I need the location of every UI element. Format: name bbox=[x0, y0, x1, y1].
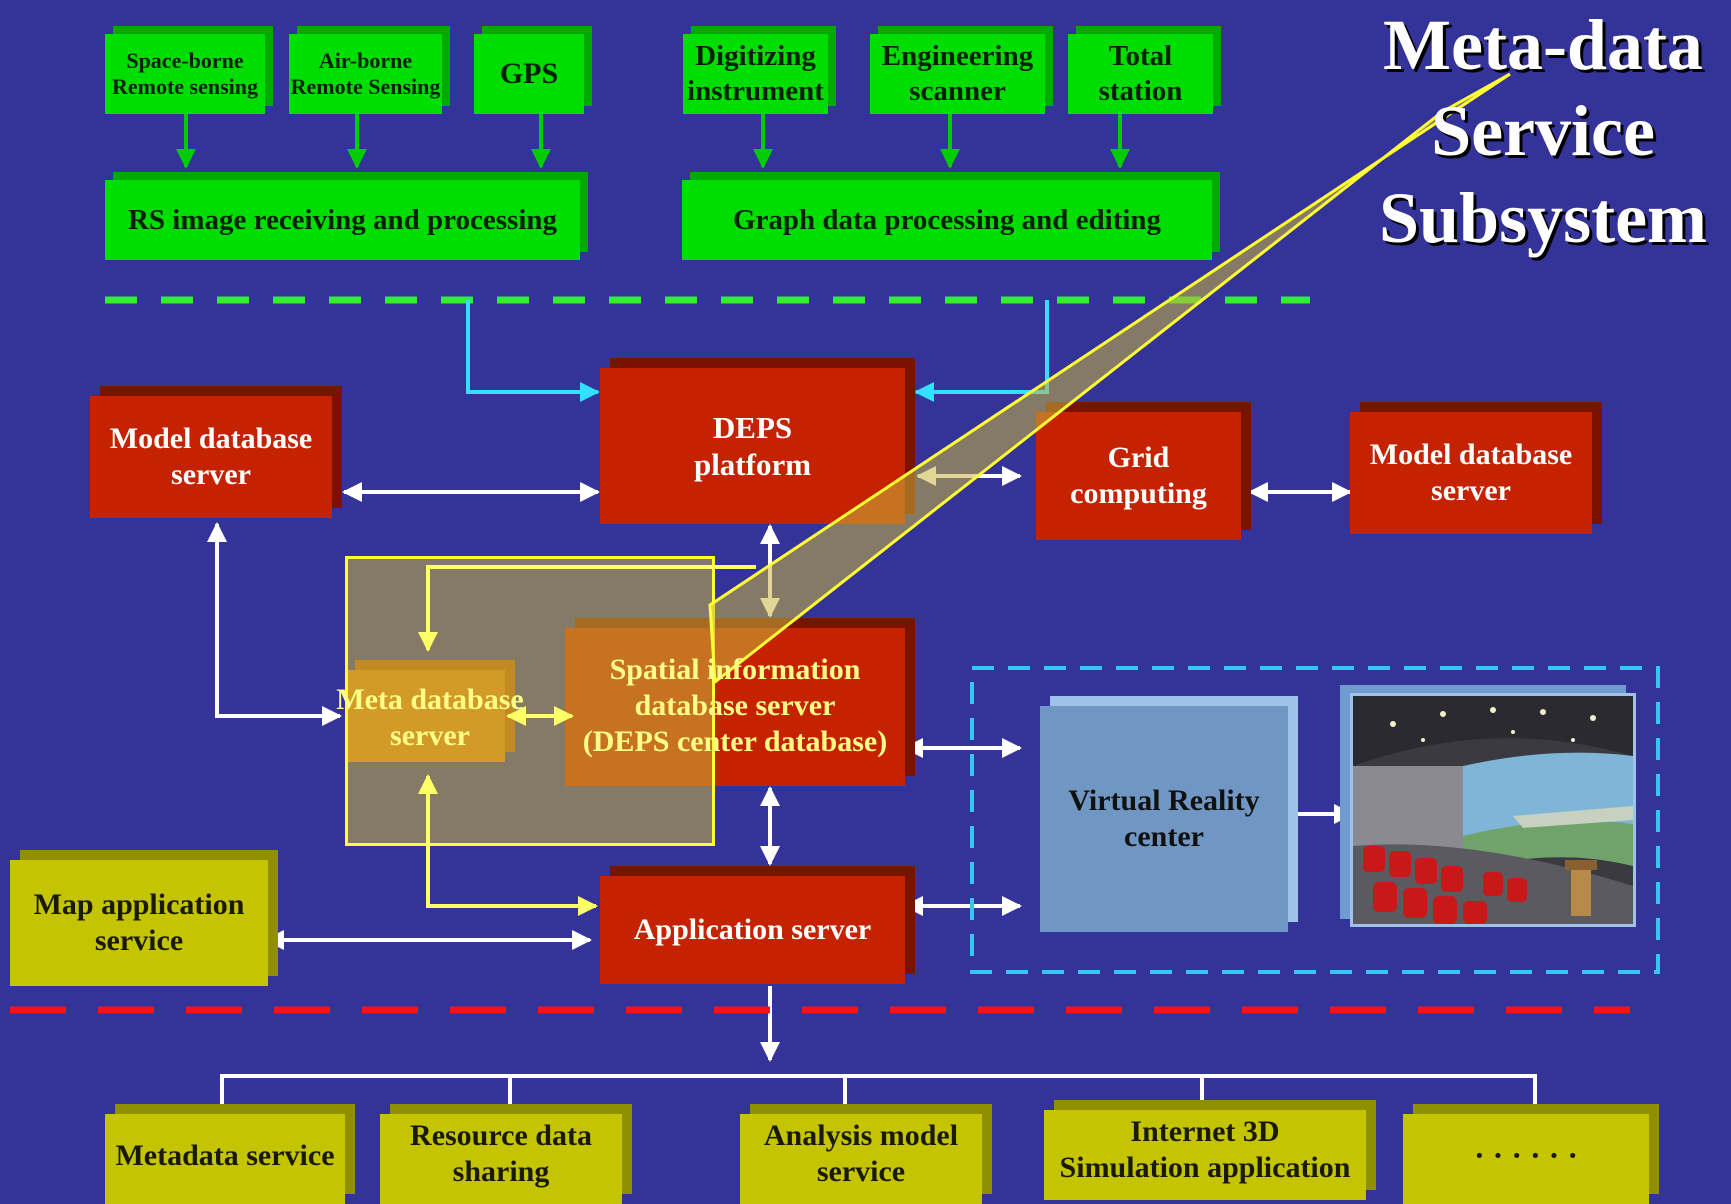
service-bus bbox=[220, 1074, 1537, 1112]
source-arrows bbox=[176, 114, 1130, 169]
grid-computing-box: Grid computing bbox=[1036, 412, 1241, 540]
diagram-title: Meta-data Service Subsystem bbox=[1378, 5, 1708, 258]
meta-db-server-label: Meta database server bbox=[336, 683, 524, 752]
vr-theater-image bbox=[1350, 693, 1636, 927]
metadata-service-box: Metadata service bbox=[105, 1114, 345, 1204]
more-services-box: · · · · · · bbox=[1403, 1114, 1649, 1204]
rs-processing-box: RS image receiving and processing bbox=[105, 180, 580, 260]
vr-theater-illustration bbox=[1353, 696, 1633, 924]
graph-processing-box: Graph data processing and editing bbox=[682, 180, 1212, 260]
gps-box: GPS bbox=[474, 34, 584, 114]
spatial-db-server-label: Spatial information database server (DEP… bbox=[582, 653, 888, 758]
application-server-box: Application server bbox=[600, 876, 905, 984]
cyan-connector-graph bbox=[914, 300, 1049, 402]
cyan-connector-rs bbox=[466, 300, 600, 402]
arrow-modeldb-metadb bbox=[207, 522, 342, 726]
